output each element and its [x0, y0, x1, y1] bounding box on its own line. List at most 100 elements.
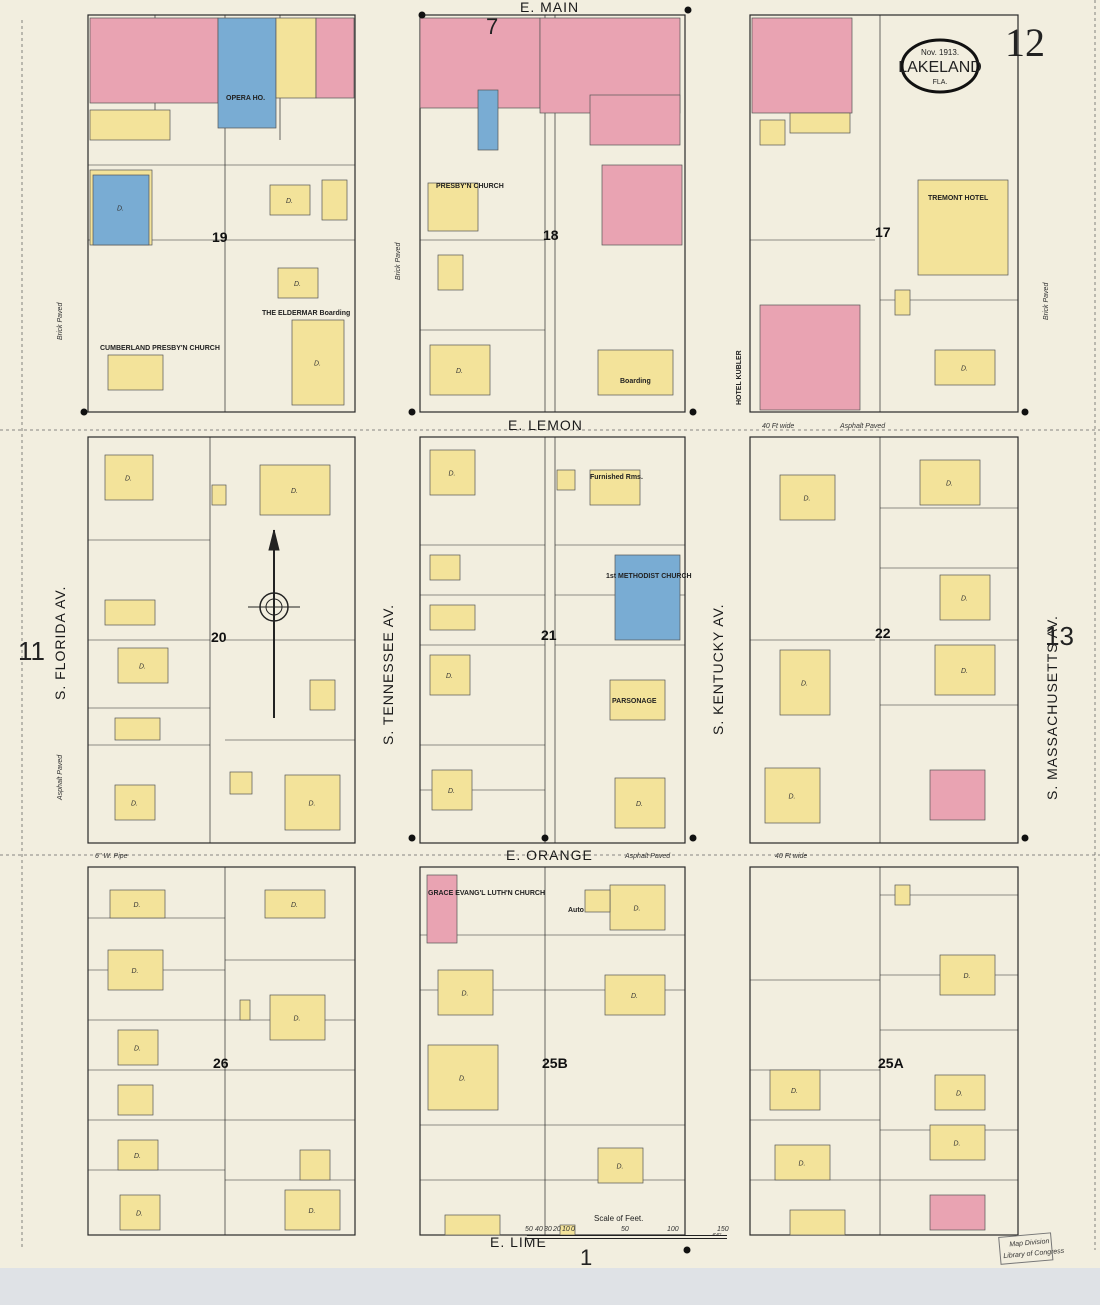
- dwelling-label: D.: [456, 368, 463, 375]
- building-brick: [89, 17, 219, 104]
- building-stone: [217, 17, 277, 129]
- building-frame: [444, 1214, 501, 1236]
- paper: [0, 0, 1100, 1268]
- adjoining-sheet-bottom[interactable]: 1: [580, 1245, 592, 1270]
- block-number: 26: [213, 1055, 229, 1071]
- fire-hydrant-icon: [684, 6, 692, 14]
- building-frame: [299, 1149, 331, 1181]
- note-width-orange: 40 Ft wide: [775, 853, 807, 860]
- building-stone: [614, 554, 681, 641]
- title-state: FLA.: [933, 79, 948, 86]
- building-frame: [597, 1147, 644, 1184]
- block-outline: [419, 436, 686, 844]
- block-outline: [87, 866, 356, 1236]
- dwelling-label: D.: [961, 366, 968, 373]
- dwelling-label: D.: [462, 991, 469, 998]
- label-eldermar: THE ELDERMAR Boarding: [262, 310, 350, 317]
- label-parsonage: PARSONAGE: [612, 698, 657, 705]
- street-kentucky: S. KENTUCKY AV.: [710, 604, 726, 735]
- building-frame: [597, 349, 674, 396]
- building-frame: [211, 484, 227, 506]
- building-brick: [929, 769, 986, 821]
- dwelling-label: D.: [956, 1091, 963, 1098]
- label-auto: Auto: [568, 907, 584, 914]
- building-frame: [284, 774, 341, 831]
- building-frame: [117, 1139, 159, 1171]
- dwelling-label: D.: [291, 902, 298, 909]
- dwelling-label: D.: [446, 673, 453, 680]
- building-frame: [291, 319, 345, 406]
- label-presbyterian-church: PRESBY'N CHURCH: [436, 183, 504, 190]
- north-arrow-compass-icon: [248, 529, 300, 718]
- building-frame: [114, 784, 156, 821]
- building-brick: [601, 164, 683, 246]
- street-orange: E. ORANGE: [506, 847, 593, 863]
- fire-hydrant-icon: [418, 11, 426, 19]
- fire-hydrant-icon: [1021, 408, 1029, 416]
- note-brick-paved: Brick Paved: [57, 302, 64, 340]
- fire-hydrant-icon: [408, 834, 416, 842]
- dwelling-label: D.: [448, 788, 455, 795]
- building-frame: [917, 179, 1009, 276]
- building-frame: [609, 884, 666, 931]
- building-frame: [107, 949, 164, 991]
- block-number: 19: [212, 229, 228, 245]
- building-frame: [264, 889, 326, 919]
- building-frame: [309, 679, 336, 711]
- scale-title: Scale of Feet.: [594, 1214, 643, 1223]
- block-number: 17: [875, 224, 891, 240]
- adjoining-sheet-left[interactable]: 11: [18, 636, 45, 666]
- street-tennessee: S. TENNESSEE AV.: [380, 604, 396, 745]
- adjoining-sheet-top[interactable]: 7: [486, 14, 498, 39]
- building-frame: [259, 464, 331, 516]
- block-number: 21: [541, 627, 557, 643]
- dwelling-label: D.: [636, 801, 643, 808]
- dwelling-label: D.: [617, 1164, 624, 1171]
- building-brick: [759, 304, 861, 411]
- building-frame: [429, 344, 491, 396]
- note-asphalt-orange: Asphalt Paved: [624, 853, 671, 860]
- building-frame: [239, 999, 251, 1021]
- dwelling-label: D.: [134, 1046, 141, 1053]
- street-florida: S. FLORIDA AV.: [52, 586, 68, 700]
- scale-tick: 50: [621, 1226, 629, 1233]
- dwelling-label: D.: [131, 801, 138, 808]
- building-frame: [277, 267, 319, 299]
- label-hotel-kubler: HOTEL KUBLER: [736, 350, 743, 405]
- building-frame: [556, 469, 576, 491]
- building-frame: [774, 1144, 831, 1181]
- building-frame: [104, 599, 156, 626]
- dwelling-label: D.: [961, 596, 968, 603]
- building-frame: [934, 1074, 986, 1111]
- dwelling-label: D.: [294, 1016, 301, 1023]
- building-frame: [939, 574, 991, 621]
- building-frame: [429, 449, 476, 496]
- building-brick: [589, 94, 681, 146]
- building-frame: [229, 771, 253, 795]
- scale-tick: 40: [535, 1226, 543, 1233]
- building-frame: [764, 767, 821, 824]
- block-outline: [749, 866, 1019, 1236]
- building-frame: [789, 112, 851, 134]
- building-frame: [275, 17, 317, 99]
- dwelling-label: D.: [139, 664, 146, 671]
- building-frame: [429, 554, 461, 581]
- dwelling-label: D.: [634, 906, 641, 913]
- block-number: 20: [211, 629, 227, 645]
- adjoining-sheet-right[interactable]: 13: [1045, 621, 1074, 651]
- building-frame: [117, 1084, 154, 1116]
- buildings: D.D.D.D.D.D.D.D.D.D.D.D.D.D.D.D.D.D.D.D.…: [80, 6, 1029, 1254]
- block-number: 22: [875, 625, 891, 641]
- sheet-number: 12: [1005, 20, 1045, 65]
- block-outline: [749, 14, 1019, 413]
- title-date: Nov. 1913.: [921, 48, 959, 57]
- scale-tick: 10: [562, 1226, 570, 1233]
- building-frame: [934, 644, 996, 696]
- scale-tick: 30: [544, 1226, 552, 1233]
- building-frame: [759, 119, 786, 146]
- building-frame: [589, 469, 641, 506]
- note-brick-paved-3: Brick Paved: [1043, 282, 1050, 320]
- building-frame: [769, 1069, 821, 1111]
- building-frame: [117, 647, 169, 684]
